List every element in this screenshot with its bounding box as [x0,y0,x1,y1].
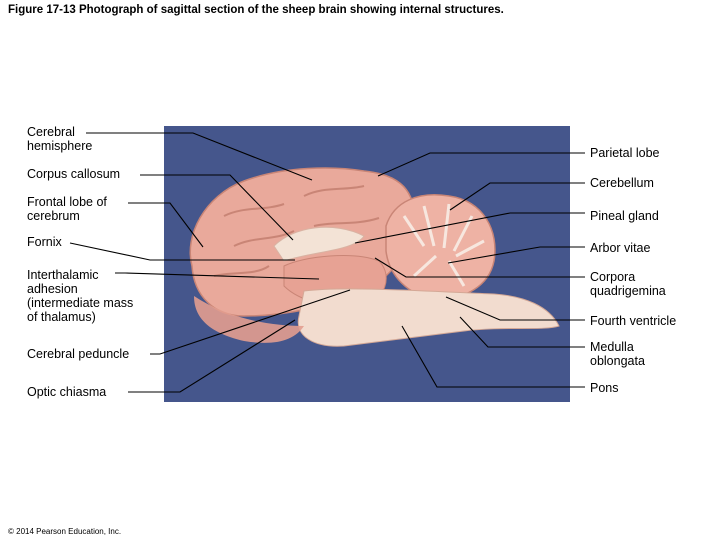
label-cerebellum: Cerebellum [590,176,654,190]
figure-title: Figure 17-13 Photograph of sagittal sect… [8,4,504,16]
copyright-notice: © 2014 Pearson Education, Inc. [8,527,122,536]
label-arbor-vitae: Arbor vitae [590,241,651,255]
label-pons: Pons [590,381,619,395]
label-corpus-callosum: Corpus callosum [27,167,121,181]
label-cerebral-peduncle: Cerebral peduncle [27,347,130,361]
label-pineal-gland: Pineal gland [590,209,659,223]
label-frontal-lobe: Frontal lobe of cerebrum [27,195,107,223]
label-cerebral-hemisphere: Cerebral hemisphere [27,125,93,153]
sheep-brain-photo [164,126,570,402]
label-fourth-ventricle: Fourth ventricle [590,314,677,328]
label-optic-chiasma: Optic chiasma [27,385,107,399]
label-corpora-quadrigemina: Corpora quadrigemina [590,270,666,298]
label-interthalamic-adhesion: Interthalamic adhesion (intermediate mas… [27,268,134,324]
label-fornix: Fornix [27,235,62,249]
label-parietal-lobe: Parietal lobe [590,146,660,160]
label-medulla-oblongata: Medulla oblongata [590,340,645,368]
